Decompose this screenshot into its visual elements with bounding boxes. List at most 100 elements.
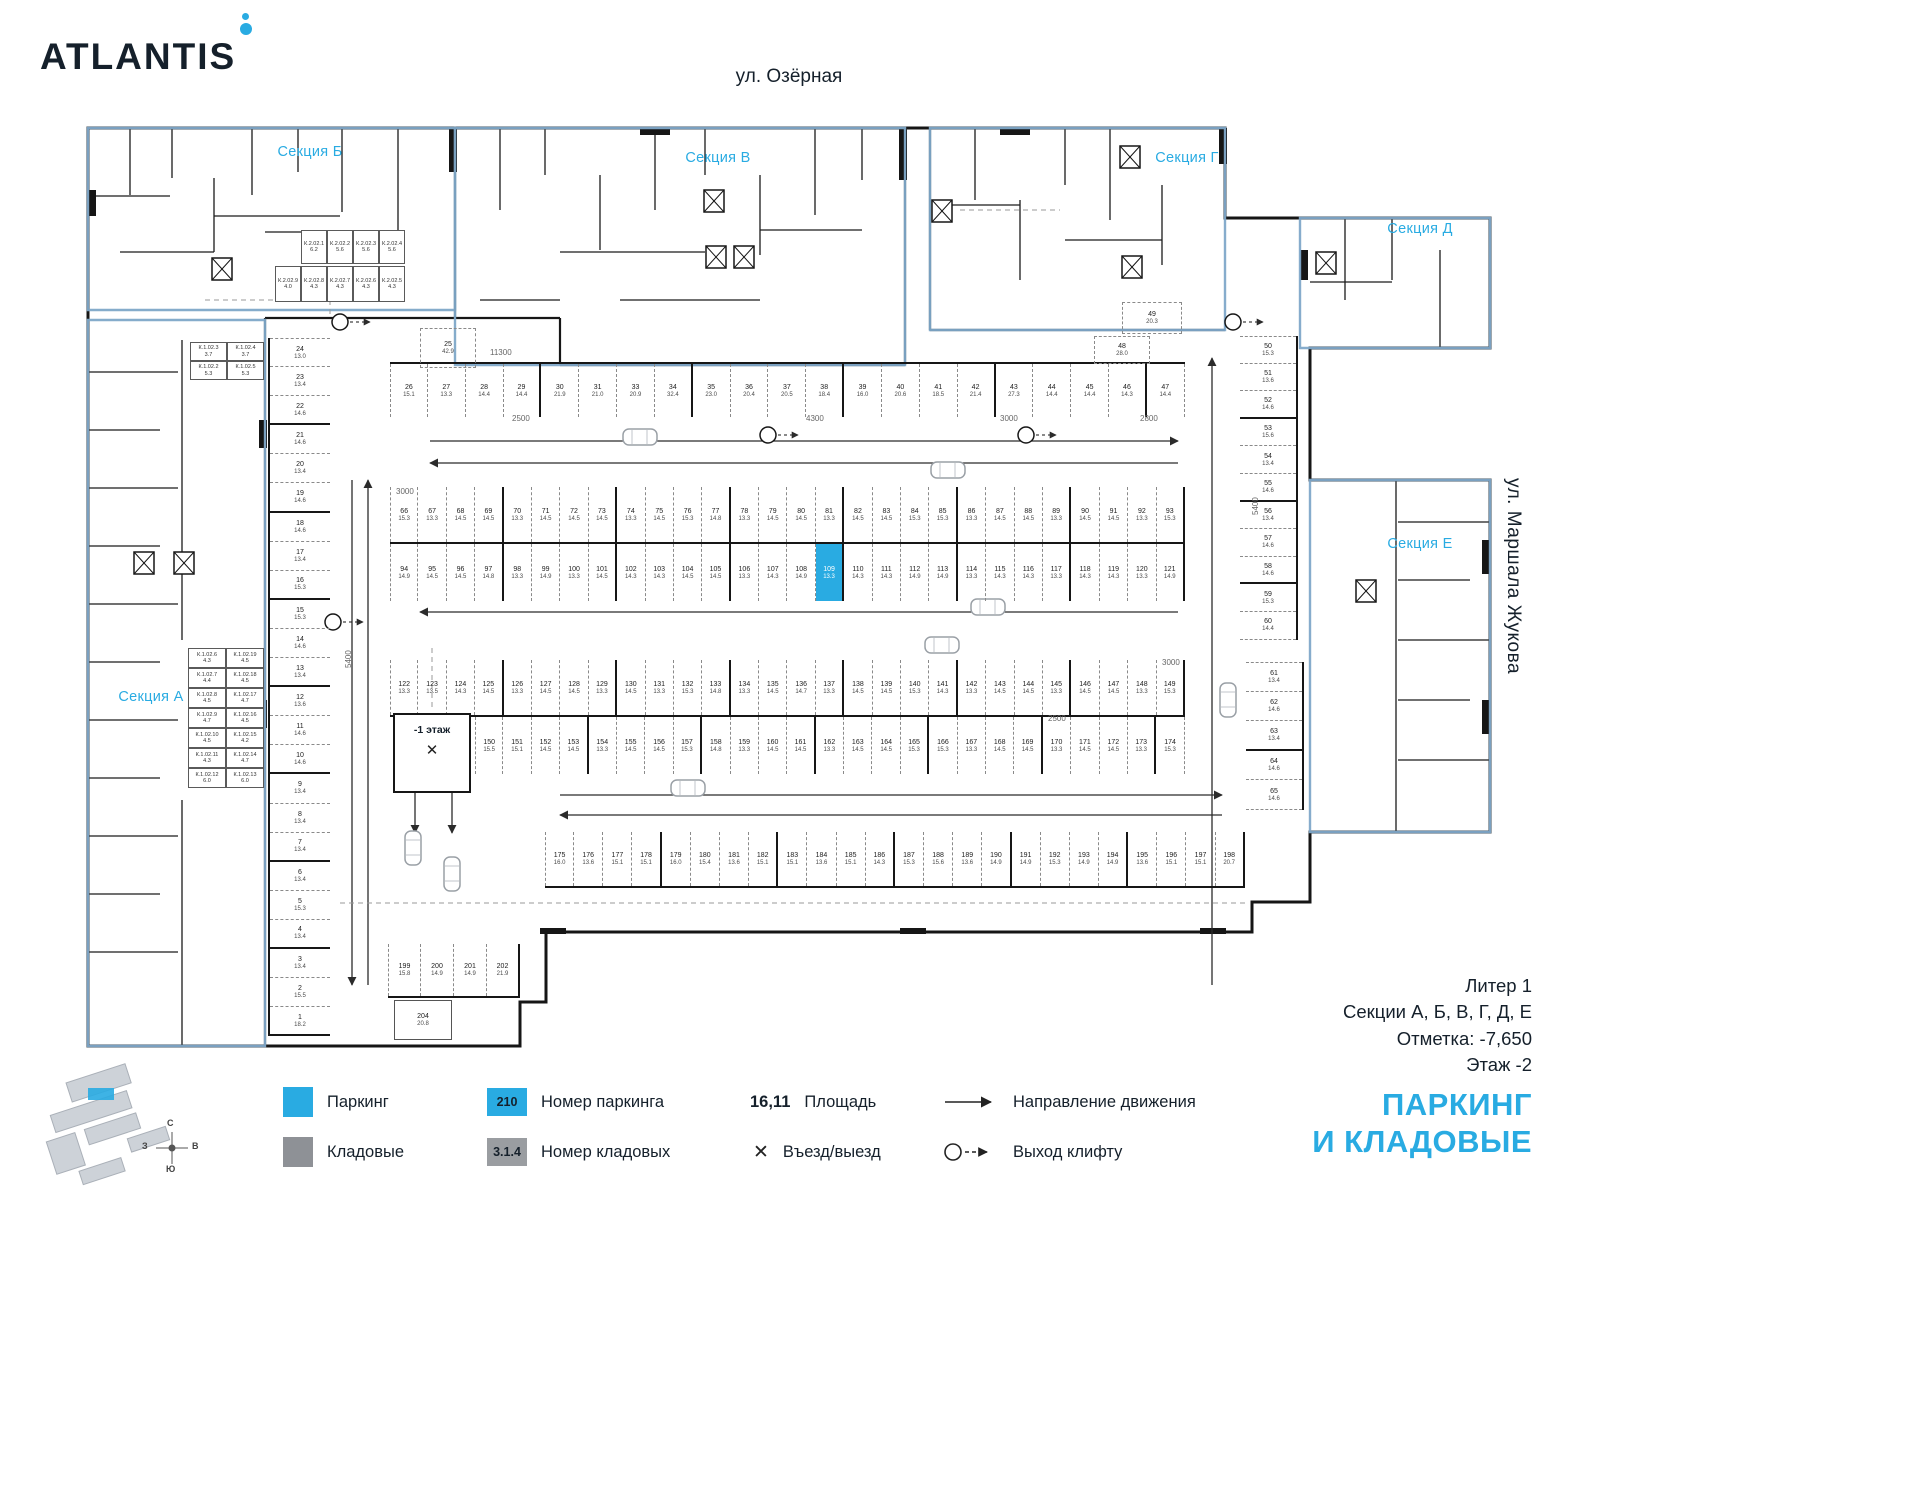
parking-stall[interactable]: 9514.5 <box>418 544 447 601</box>
parking-stall[interactable]: 15015.5 <box>475 717 504 774</box>
parking-stall[interactable]: 19715.1 <box>1186 832 1216 886</box>
storage-cell[interactable]: К.1.02.136.0 <box>226 768 264 788</box>
storage-cell[interactable]: К.1.02.114.3 <box>188 748 226 768</box>
parking-stall[interactable]: 1713.4 <box>270 542 330 571</box>
storage-cell[interactable]: К.1.02.64.3 <box>188 648 226 668</box>
parking-stall[interactable]: 12514.5 <box>475 660 504 715</box>
parking-stall[interactable]: 7813.3 <box>731 487 760 542</box>
parking-stall[interactable]: 13215.3 <box>674 660 703 715</box>
parking-stall[interactable]: 9014.5 <box>1071 487 1100 542</box>
parking-stall[interactable]: 17815.1 <box>632 832 662 886</box>
parking-stall[interactable]: 7214.5 <box>560 487 589 542</box>
parking-stall[interactable]: 10714.3 <box>759 544 788 601</box>
parking-stall[interactable]: 17013.3 <box>1043 717 1072 774</box>
parking-stall[interactable]: 5814.6 <box>1240 557 1296 585</box>
parking-stall[interactable]: 215.5 <box>270 978 330 1008</box>
parking-stall[interactable]: 9213.3 <box>1128 487 1157 542</box>
parking-stall[interactable]: 11214.9 <box>901 544 930 601</box>
parking-stall[interactable]: 19915.8 <box>388 944 421 996</box>
parking-stall[interactable]: 5315.6 <box>1240 419 1296 447</box>
parking-stall[interactable]: 12213.3 <box>390 660 419 715</box>
parking-stall[interactable]: 18315.1 <box>778 832 808 886</box>
parking-stall[interactable]: 16615.3 <box>929 717 958 774</box>
parking-stall[interactable]: 7514.5 <box>646 487 674 542</box>
parking-stall[interactable]: 8913.3 <box>1043 487 1072 542</box>
parking-stall[interactable]: 6713.3 <box>418 487 447 542</box>
parking-stall[interactable]: 19314.9 <box>1070 832 1099 886</box>
parking-stall[interactable]: 2114.6 <box>270 425 330 455</box>
parking-stall[interactable]: 10613.3 <box>731 544 760 601</box>
parking-stall[interactable]: 13413.3 <box>731 660 760 715</box>
parking-stall[interactable]: 5413.4 <box>1240 446 1296 474</box>
storage-cell[interactable]: К.1.02.154.2 <box>226 728 264 748</box>
parking-stall[interactable]: 15715.3 <box>674 717 703 774</box>
parking-stall[interactable]: 5015.3 <box>1240 336 1296 364</box>
parking-stall[interactable]: 18913.6 <box>953 832 983 886</box>
parking-stall[interactable]: 11914.3 <box>1100 544 1129 601</box>
parking-stall-204[interactable]: 20420.8 <box>394 1000 452 1040</box>
parking-stall-48[interactable]: 4828.0 <box>1094 336 1150 364</box>
parking-stall[interactable]: 5714.6 <box>1240 529 1296 557</box>
parking-stall[interactable]: 14714.5 <box>1100 660 1129 715</box>
parking-stall[interactable]: 6615.3 <box>390 487 419 542</box>
parking-stall[interactable]: 7114.5 <box>532 487 561 542</box>
parking-stall[interactable]: 14813.3 <box>1128 660 1157 715</box>
storage-cell[interactable]: К.2.02.45.6 <box>379 230 405 264</box>
parking-stall[interactable]: 14915.3 <box>1157 660 1185 715</box>
parking-stall[interactable]: 9914.9 <box>532 544 561 601</box>
parking-stall[interactable]: 12714.5 <box>532 660 561 715</box>
parking-stall[interactable]: 8014.5 <box>787 487 816 542</box>
parking-stall[interactable]: 17613.6 <box>574 832 604 886</box>
parking-stall[interactable]: 6214.6 <box>1246 692 1302 722</box>
parking-stall[interactable]: 10214.3 <box>617 544 646 601</box>
parking-stall[interactable]: 12414.3 <box>447 660 476 715</box>
parking-stall[interactable]: 1515.3 <box>270 600 330 629</box>
parking-stall[interactable]: 6014.4 <box>1240 612 1296 640</box>
storage-cell[interactable]: К.2.02.74.3 <box>327 266 353 302</box>
parking-stall[interactable]: 17916.0 <box>662 832 691 886</box>
parking-stall[interactable]: 8314.5 <box>873 487 902 542</box>
parking-stall[interactable]: 17415.3 <box>1156 717 1185 774</box>
parking-stall[interactable]: 3432.4 <box>655 364 693 417</box>
parking-stall[interactable]: 4414.4 <box>1033 364 1072 417</box>
parking-stall[interactable]: 2615.1 <box>390 364 428 417</box>
parking-stall[interactable]: 16713.3 <box>958 717 987 774</box>
parking-stall[interactable]: 8214.5 <box>844 487 873 542</box>
parking-stall[interactable]: 713.4 <box>270 833 330 862</box>
parking-stall[interactable]: 19513.6 <box>1128 832 1158 886</box>
parking-stall[interactable]: 18715.3 <box>895 832 925 886</box>
parking-stall[interactable]: 2814.4 <box>466 364 504 417</box>
parking-stall[interactable]: 4327.3 <box>996 364 1034 417</box>
parking-stall[interactable]: 11614.3 <box>1015 544 1043 601</box>
parking-stall-25[interactable]: 2542.9 <box>420 328 476 368</box>
parking-stall[interactable]: 5613.4 <box>1240 502 1296 530</box>
parking-stall[interactable]: 16314.5 <box>844 717 873 774</box>
storage-cell[interactable]: К.2.02.54.3 <box>379 266 405 302</box>
parking-stall[interactable]: 16515.3 <box>901 717 930 774</box>
parking-stall[interactable]: 17214.5 <box>1100 717 1128 774</box>
storage-cell[interactable]: К.2.02.35.6 <box>353 230 379 264</box>
parking-stall[interactable]: 2713.3 <box>428 364 466 417</box>
parking-stall[interactable]: 8515.3 <box>929 487 958 542</box>
parking-stall[interactable]: 20114.9 <box>454 944 487 996</box>
storage-cell[interactable]: К.1.02.43.7 <box>227 342 264 361</box>
parking-stall[interactable]: 15814.8 <box>702 717 731 774</box>
parking-stall[interactable]: 15413.3 <box>589 717 617 774</box>
parking-stall[interactable]: 6814.5 <box>447 487 476 542</box>
parking-stall[interactable]: 10913.3 <box>815 544 845 601</box>
parking-stall[interactable]: 1114.6 <box>270 716 330 746</box>
parking-stall[interactable]: 14314.5 <box>986 660 1015 715</box>
parking-stall[interactable]: 13014.5 <box>617 660 646 715</box>
parking-stall[interactable]: 13514.5 <box>759 660 788 715</box>
parking-stall[interactable]: 17516.0 <box>545 832 575 886</box>
parking-stall[interactable]: 1914.6 <box>270 483 330 513</box>
parking-stall[interactable]: 13614.7 <box>787 660 816 715</box>
parking-stall[interactable]: 12913.3 <box>589 660 618 715</box>
parking-stall[interactable]: 11713.3 <box>1043 544 1072 601</box>
parking-stall[interactable]: 2914.4 <box>504 364 542 417</box>
parking-stall[interactable]: 18215.1 <box>749 832 779 886</box>
parking-stall[interactable]: 11114.3 <box>873 544 902 601</box>
parking-stall[interactable]: 10514.5 <box>702 544 731 601</box>
parking-stall[interactable]: 12114.9 <box>1157 544 1185 601</box>
parking-stall[interactable]: 18413.6 <box>807 832 837 886</box>
